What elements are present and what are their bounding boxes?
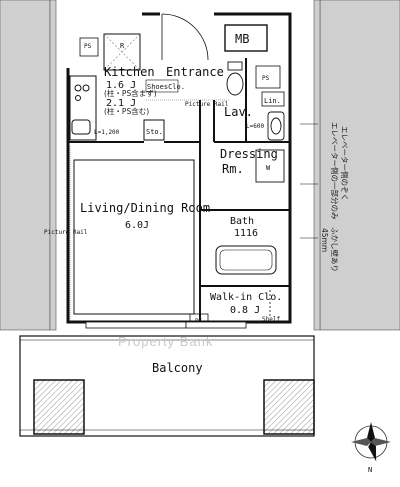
living-size: 6.0J — [125, 220, 149, 231]
kitchen-counter — [69, 75, 97, 141]
washer-box — [255, 149, 285, 183]
vertical-note-col1: エレベーター側のぞく — [340, 126, 350, 201]
lav-length: L=600 — [246, 123, 264, 130]
compass: N — [351, 422, 391, 474]
living-room-outline — [73, 159, 195, 315]
kitchen-size: 1.6 J — [106, 80, 136, 91]
shelf-label: Shelf — [262, 316, 280, 323]
kitchen-note2: (柱・PS含む) — [104, 106, 149, 116]
washbasin — [267, 111, 285, 141]
living-title: Living/Dining Room — [80, 201, 210, 215]
kitchen-length: L=1,200 — [94, 129, 120, 136]
dressing-title: Dressing — [220, 147, 278, 161]
fridge-area: R — [103, 33, 141, 71]
kitchen-title: Kitchen — [104, 65, 155, 79]
balcony — [19, 335, 315, 437]
interior-walls — [68, 58, 290, 322]
washer-label: W — [266, 164, 271, 172]
vertical-note-dim: 45mm — [320, 228, 329, 252]
walkin-title: Walk-in Clo. — [210, 292, 282, 303]
bath-size: 1116 — [234, 228, 258, 239]
ps-top-left-box — [79, 37, 99, 57]
bathtub-inner — [219, 249, 273, 271]
shoes-label: ShoesClo. — [147, 83, 185, 91]
ps-top-left: PS — [84, 43, 92, 50]
entrance-door — [161, 13, 209, 61]
balcony-windows — [85, 321, 247, 329]
picture-rail-top: Picture Rail — [185, 101, 229, 108]
ps-right-label: PS — [262, 75, 270, 82]
vertical-note: エレベーター側のぞく エレベーター側の一部分のみ ふかし壁あり 45mm — [300, 122, 350, 272]
mb-label: MB — [235, 32, 249, 46]
bath-title: Bath — [230, 216, 254, 227]
structure-walls — [0, 0, 400, 331]
lav-label: Lav. — [224, 105, 253, 119]
vertical-note-col2: エレベーター側の一部分のみ ふかし壁あり — [330, 122, 340, 272]
dressing-sub: Rm. — [222, 162, 244, 176]
balcony-label: Balcony — [152, 361, 203, 375]
compass-north-label: N — [368, 466, 372, 474]
bathtub — [215, 245, 277, 275]
ps-bottom-label: PS — [195, 318, 203, 325]
entrance-label: Entrance — [166, 65, 224, 79]
fridge-label: R — [120, 42, 125, 50]
shoes-box — [145, 79, 179, 93]
watermark: Property Bank — [118, 334, 213, 349]
picture-rail-left: Picture Rail — [44, 229, 88, 236]
lin-label: Lin. — [264, 97, 281, 105]
mb-box: MB — [224, 24, 268, 52]
walkin-size: 0.8 J — [230, 305, 260, 316]
sto-box — [143, 119, 165, 141]
ps-right-box — [255, 65, 281, 89]
kitchen-note1: (柱・PS含まず) — [104, 88, 157, 98]
unit-walls — [66, 12, 292, 324]
kitchen-size2: 2.1 J — [106, 98, 136, 109]
toilet-fixture — [226, 61, 244, 96]
sto-label: Sto. — [146, 128, 163, 136]
lin-box — [261, 91, 285, 107]
